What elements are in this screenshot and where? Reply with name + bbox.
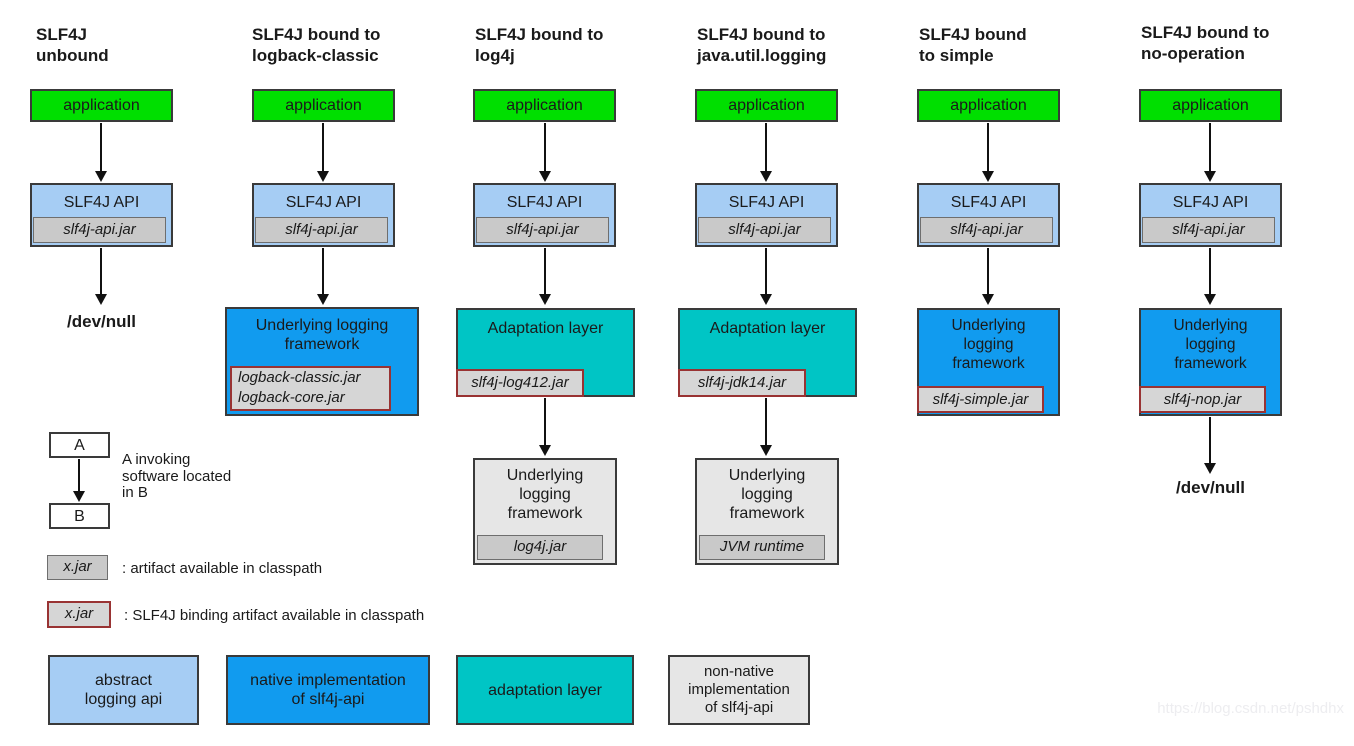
underlying-framework-box-log4j: Underlying logging framework log4j.jar [473, 458, 617, 565]
legend-b-label: B [74, 508, 85, 525]
column-title-unbound: SLF4J unbound [36, 25, 109, 65]
binding-jar-tag: slf4j-jdk14.jar [678, 369, 806, 397]
underlying-framework-label: Underlying logging framework [951, 317, 1026, 372]
legend-category-label: native implementation of slf4j-api [250, 672, 406, 708]
slf4j-api-label: SLF4J API [285, 194, 362, 211]
legend-box-b: B [49, 503, 110, 529]
binding-jar-tag: slf4j-nop.jar [1139, 386, 1266, 413]
slf4j-api-box: SLF4J API slf4j-api.jar [1139, 183, 1282, 247]
underlying-framework-box-jul: Underlying logging framework JVM runtime [695, 458, 839, 565]
dev-null-label: /dev/null [1176, 478, 1245, 497]
application-label: application [63, 97, 140, 114]
legend-box-a: A [49, 432, 110, 458]
dev-null-label: /dev/null [67, 312, 136, 331]
column-title-nop: SLF4J bound to no-operation [1141, 23, 1270, 63]
column-title-log4j: SLF4J bound to log4j [475, 25, 604, 65]
application-box: application [1139, 89, 1282, 122]
binding-jar-tag: logback-classic.jar logback-core.jar [230, 366, 391, 411]
application-label: application [728, 97, 805, 114]
application-label: application [1172, 97, 1249, 114]
watermark-url: https://blog.csdn.net/pshdhx [1157, 700, 1344, 717]
slf4j-api-jar-tag: slf4j-api.jar [476, 217, 609, 243]
slf4j-api-jar-tag: slf4j-api.jar [1142, 217, 1275, 243]
legend-category-label: adaptation layer [488, 681, 602, 699]
legend-binding-text: : SLF4J binding artifact available in cl… [124, 607, 425, 624]
legend-binding-tag: x.jar [47, 601, 111, 628]
application-label: application [285, 97, 362, 114]
application-box: application [252, 89, 395, 122]
column-title-simple: SLF4J bound to simple [919, 25, 1027, 65]
adaptation-layer-box-jul: Adaptation layer slf4j-jdk14.jar [678, 308, 857, 397]
adaptation-layer-box-log4j: Adaptation layer slf4j-log412.jar [456, 308, 635, 397]
slf4j-api-label: SLF4J API [1172, 194, 1249, 211]
legend-artifact-tag: x.jar [47, 555, 108, 580]
slf4j-api-box: SLF4J API slf4j-api.jar [252, 183, 395, 247]
column-title-jul: SLF4J bound to java.util.logging [697, 25, 827, 65]
slf4j-api-box: SLF4J API slf4j-api.jar [473, 183, 616, 247]
slf4j-api-label: SLF4J API [728, 194, 805, 211]
binding-jar-tag: slf4j-log412.jar [456, 369, 584, 397]
legend-invoke-text: A invoking software located in B [122, 451, 232, 501]
slf4j-api-label: SLF4J API [950, 194, 1027, 211]
column-title-logback: SLF4J bound to logback-classic [252, 25, 381, 65]
underlying-framework-box-simple: Underlying logging framework slf4j-simpl… [917, 308, 1060, 416]
underlying-framework-label: Underlying logging framework [728, 467, 806, 522]
slf4j-api-jar-tag: slf4j-api.jar [255, 217, 388, 243]
underlying-framework-label: Underlying logging framework [1173, 317, 1248, 372]
legend-a-label: A [74, 437, 85, 454]
application-box: application [30, 89, 173, 122]
application-label: application [950, 97, 1027, 114]
legend-category-label: abstract logging api [84, 672, 163, 708]
slf4j-api-jar-tag: slf4j-api.jar [33, 217, 166, 243]
slf4j-api-box: SLF4J API slf4j-api.jar [695, 183, 838, 247]
jar-tag: log4j.jar [477, 535, 603, 560]
slf4j-api-label: SLF4J API [63, 194, 140, 211]
slf4j-api-label: SLF4J API [506, 194, 583, 211]
application-label: application [506, 97, 583, 114]
application-box: application [695, 89, 838, 122]
slf4j-api-box: SLF4J API slf4j-api.jar [30, 183, 173, 247]
underlying-framework-box-logback: Underlying logging framework logback-cla… [225, 307, 419, 416]
adaptation-layer-label: Adaptation layer [487, 320, 604, 337]
application-box: application [917, 89, 1060, 122]
legend-non-native-implementation: non-native implementation of slf4j-api [668, 655, 810, 725]
slf4j-api-jar-tag: slf4j-api.jar [920, 217, 1053, 243]
underlying-framework-box-nop: Underlying logging framework slf4j-nop.j… [1139, 308, 1282, 416]
legend-native-implementation: native implementation of slf4j-api [226, 655, 430, 725]
legend-artifact-text: : artifact available in classpath [122, 560, 323, 577]
underlying-framework-label: Underlying logging framework [506, 467, 584, 522]
jar-tag: JVM runtime [699, 535, 825, 560]
underlying-framework-label: Underlying logging framework [255, 317, 389, 353]
legend-adaptation-layer: adaptation layer [456, 655, 634, 725]
binding-jar-tag: slf4j-simple.jar [917, 386, 1044, 413]
adaptation-layer-label: Adaptation layer [709, 320, 826, 337]
application-box: application [473, 89, 616, 122]
slf4j-api-jar-tag: slf4j-api.jar [698, 217, 831, 243]
legend-category-label: non-native implementation of slf4j-api [688, 663, 790, 716]
slf4j-api-box: SLF4J API slf4j-api.jar [917, 183, 1060, 247]
legend-abstract-logging-api: abstract logging api [48, 655, 199, 725]
